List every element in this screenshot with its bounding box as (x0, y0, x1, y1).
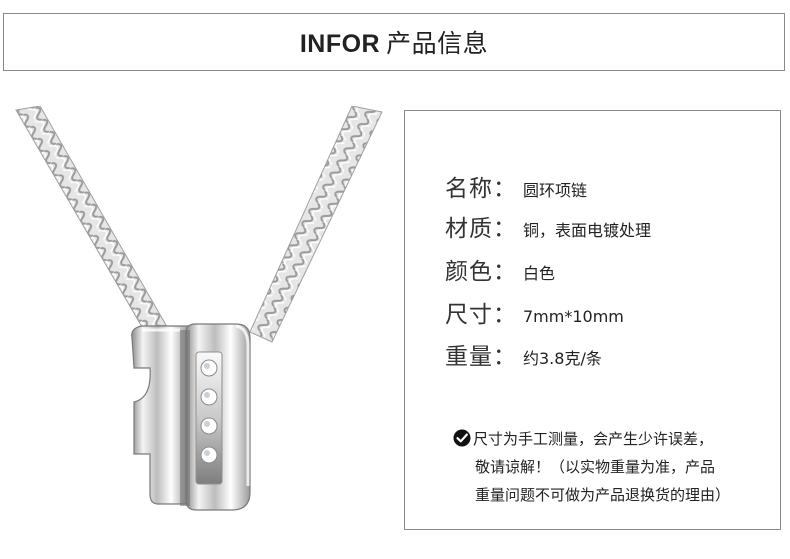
note-line-1: 尺寸为手工测量，会产生少许误差， (473, 430, 714, 448)
spec-value: 白色 (523, 264, 556, 283)
necklace-image (15, 106, 383, 511)
spec-label: 尺寸： (445, 302, 517, 328)
header-title-cn: 产品信息 (386, 29, 489, 58)
spec-value: 约3.8克/条 (523, 349, 602, 368)
spec-label: 重量： (445, 344, 517, 370)
measurement-note: 尺寸为手工测量，会产生少许误差， 敬请谅解！（以实物重量为准，产品 重量问题不可… (453, 425, 775, 509)
spec-label: 材质： (445, 216, 517, 242)
spec-value: 7mm*10mm (523, 307, 624, 326)
spec-label: 颜色： (445, 259, 517, 285)
spec-value: 圆环项链 (523, 181, 588, 200)
spec-row-size: 尺寸： 7mm*10mm (445, 295, 624, 329)
spec-value: 铜，表面电镀处理 (523, 221, 652, 240)
spec-row-name: 名称： 圆环项链 (445, 169, 587, 203)
spec-row-material: 材质： 铜，表面电镀处理 (445, 209, 651, 243)
product-info-panel: 名称： 圆环项链 材质： 铜，表面电镀处理 颜色： 白色 尺寸： 7mm*10m… (404, 110, 781, 530)
spec-row-weight: 重量： 约3.8克/条 (445, 337, 602, 371)
check-icon (453, 429, 471, 447)
note-line-3: 重量问题不可做为产品退换货的理由） (475, 486, 731, 504)
spec-row-color: 颜色： 白色 (445, 252, 555, 286)
header-title-en: INFOR (299, 30, 381, 58)
note-line-2: 敬请谅解！（以实物重量为准，产品 (475, 458, 716, 476)
spec-label: 名称： (445, 176, 517, 202)
